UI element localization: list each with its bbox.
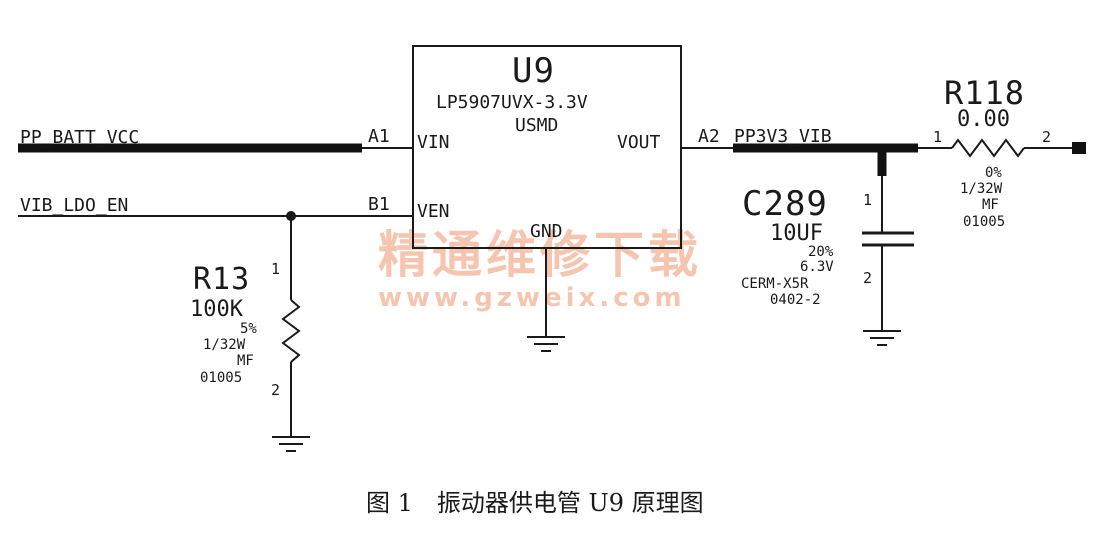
r13-power: 1/32W <box>203 337 246 353</box>
c289-dielectric: CERM-X5R <box>741 276 809 292</box>
r13-type: MF <box>237 353 254 369</box>
ic-u9-refdes: U9 <box>512 51 555 91</box>
ic-u9: U9 LP5907UVX-3.3V USMD VIN VEN VOUT GND <box>412 45 682 249</box>
c289-value: 10UF <box>770 221 823 246</box>
r13-pin1: 1 <box>271 260 280 278</box>
pin-number-b1: B1 <box>368 194 390 215</box>
c289-package: 0402-2 <box>770 292 821 308</box>
watermark-text: 精通维修下载 <box>378 226 702 284</box>
watermark-url: www.gzweix.com <box>378 283 686 313</box>
ic-u9-pin-ven: VEN <box>417 201 450 222</box>
resistor-r13: R13 1 100K 5% 1/32W MF 01005 2 <box>190 216 310 452</box>
r118-type: MF <box>982 197 999 213</box>
net-vout-label: PP3V3_VIB <box>734 126 832 147</box>
ic-u9-pin-vin: VIN <box>417 132 450 153</box>
net-vbatt-label: PP_BATT_VCC <box>20 127 139 148</box>
r118-pin1: 1 <box>933 128 942 146</box>
capacitor-c289: 1 2 C289 10UF 20% 6.3V CERM-X5R 0402-2 <box>741 176 914 346</box>
c289-tolerance: 20% <box>808 244 834 260</box>
r13-pin2: 2 <box>271 381 280 399</box>
c289-refdes: C289 <box>742 184 828 224</box>
net-enable-label: VIB_LDO_EN <box>20 195 128 216</box>
c289-pin1: 1 <box>863 191 872 209</box>
ground-symbol <box>527 336 565 352</box>
c289-voltage: 6.3V <box>800 259 834 275</box>
ground-symbol <box>272 436 310 452</box>
r118-pin2: 2 <box>1042 128 1051 146</box>
pin-number-a2: A2 <box>698 126 720 147</box>
figure-caption: 图 1 振动器供电管 U9 原理图 <box>366 489 704 517</box>
ic-u9-package: USMD <box>515 115 558 136</box>
resistor-r118: R118 0.00 1 2 0% 1/32W MF 01005 <box>918 74 1086 230</box>
r13-tolerance: 5% <box>240 321 257 337</box>
r13-refdes: R13 <box>193 262 250 297</box>
r118-package: 01005 <box>963 214 1005 230</box>
resistor-r13-zigzag <box>281 299 301 363</box>
ic-u9-pin-vout: VOUT <box>617 132 661 153</box>
r13-package: 01005 <box>200 370 242 386</box>
r118-tolerance: 0% <box>985 165 1002 181</box>
r118-value: 0.00 <box>957 107 1010 132</box>
pin-number-a1: A1 <box>368 126 390 147</box>
r13-value: 100K <box>190 297 244 322</box>
resistor-r118-zigzag <box>951 138 1025 158</box>
c289-pin2: 2 <box>863 269 872 287</box>
ic-u9-pin-gnd: GND <box>530 221 563 242</box>
ic-u9-part: LP5907UVX-3.3V <box>436 92 588 113</box>
r118-refdes: R118 <box>944 74 1025 112</box>
r118-power: 1/32W <box>960 181 1003 197</box>
net-output-terminal <box>1072 142 1086 154</box>
ground-symbol <box>863 330 901 346</box>
